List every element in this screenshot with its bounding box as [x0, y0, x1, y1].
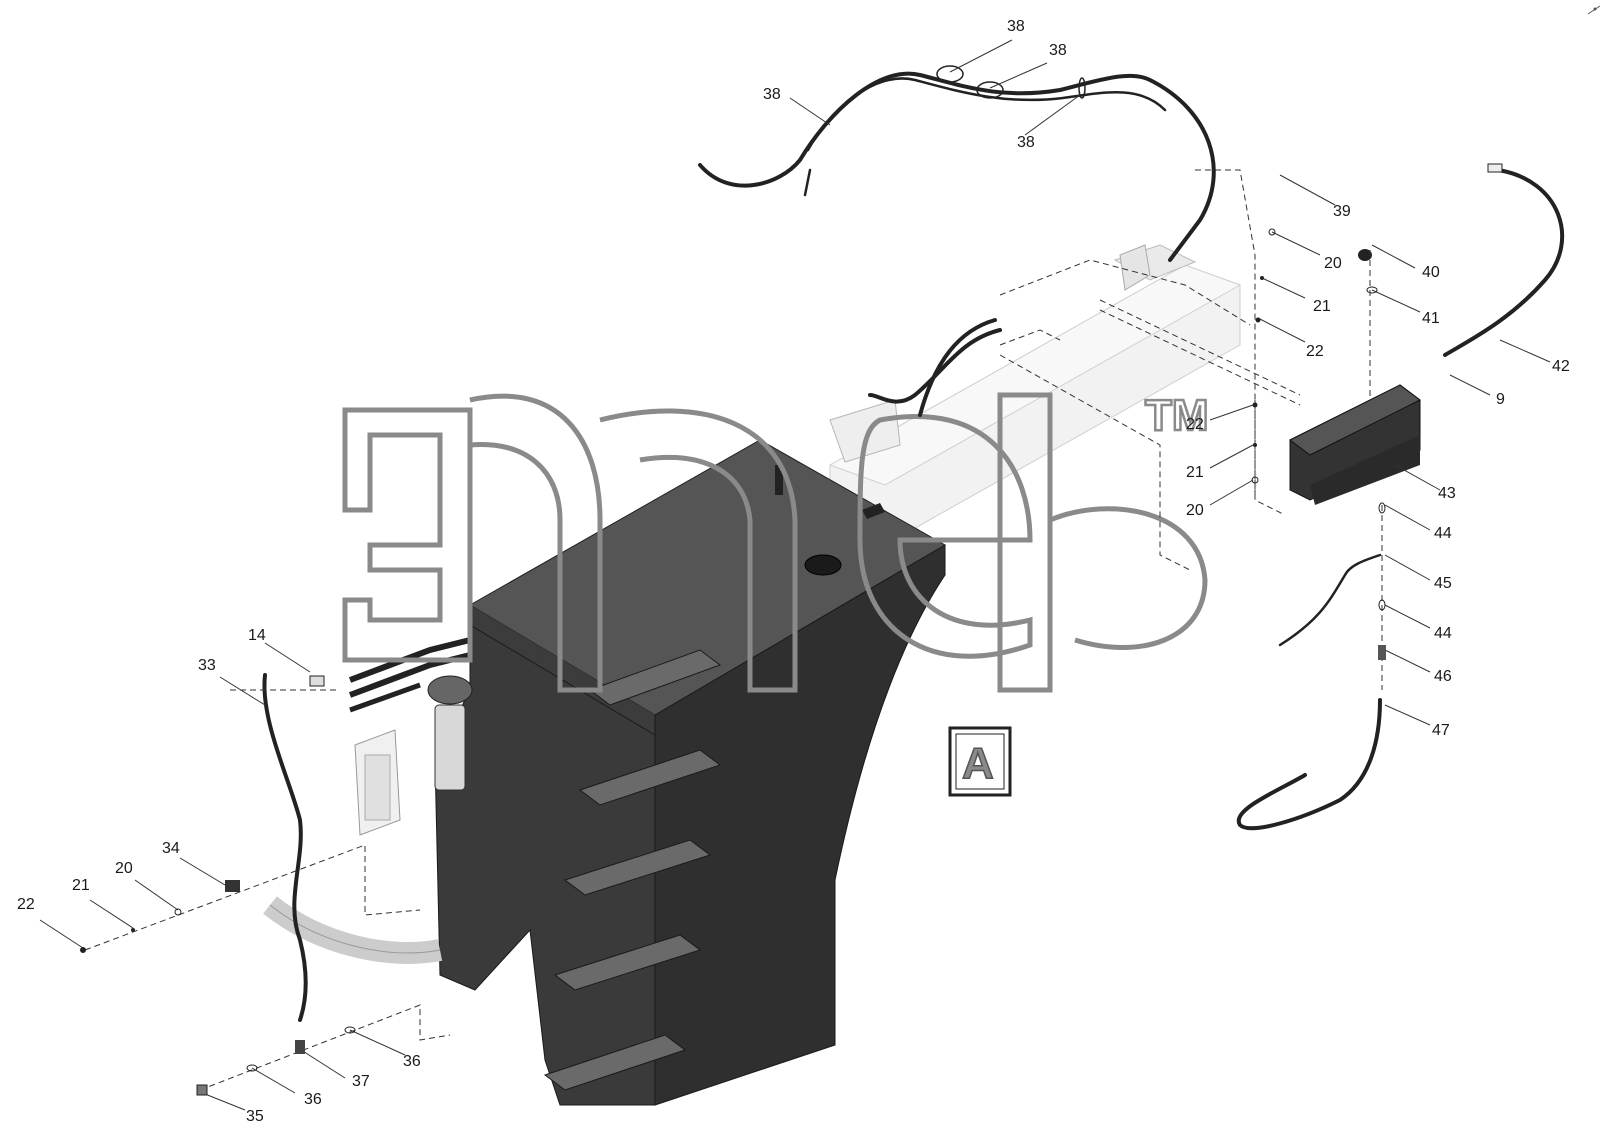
callout-14: 14 — [248, 627, 266, 644]
watermark-logo: TM — [342, 390, 1210, 693]
callout-22: 22 — [17, 896, 35, 913]
callout-21: 21 — [72, 877, 90, 894]
callout-45: 45 — [1434, 575, 1452, 592]
callout-22: 22 — [1306, 343, 1324, 360]
callout-21: 21 — [1186, 464, 1204, 481]
pipe-45-hose-47 — [1236, 553, 1382, 831]
trademark-mark: TM — [1145, 391, 1209, 440]
hose-42 — [1443, 163, 1565, 357]
leader-lines — [39, 39, 1551, 1111]
view-a-marker: A — [948, 726, 1012, 797]
callout-21: 21 — [1313, 298, 1331, 315]
callout-39: 39 — [1333, 203, 1351, 220]
fuel-tank-with-steps — [434, 439, 947, 1106]
corner-mark — [1587, 5, 1601, 15]
callout-22: 22 — [1186, 416, 1204, 433]
callout-47: 47 — [1432, 722, 1450, 739]
callout-41: 41 — [1422, 310, 1440, 327]
callout-40: 40 — [1422, 264, 1440, 281]
callout-20: 20 — [1186, 502, 1204, 519]
callout-20: 20 — [1324, 255, 1342, 272]
callout-46: 46 — [1434, 668, 1452, 685]
pipe-harness-38 — [698, 65, 1216, 262]
callout-36: 36 — [403, 1053, 421, 1070]
callout-44: 44 — [1434, 525, 1452, 542]
callout-43: 43 — [1438, 485, 1456, 502]
component-box-43 — [1289, 249, 1421, 505]
callout-44: 44 — [1434, 625, 1452, 642]
callout-20: 20 — [115, 860, 133, 877]
hardware-symbols — [80, 228, 1386, 1096]
view-a-letter: A — [962, 739, 994, 788]
callout-9: 9 — [1496, 391, 1505, 408]
callout-labels: 38 38 38 38 39 20 21 22 40 41 42 9 22 21… — [17, 18, 1570, 1125]
hose-33 — [262, 673, 308, 1022]
tank-steps — [543, 649, 722, 1091]
tank-bracket — [263, 729, 443, 964]
callout-33: 33 — [198, 657, 216, 674]
callout-38: 38 — [1007, 18, 1025, 35]
callout-38: 38 — [763, 86, 781, 103]
callout-35: 35 — [246, 1108, 264, 1125]
callout-38: 38 — [1017, 134, 1035, 151]
frame-hoses — [868, 318, 1002, 417]
callout-34: 34 — [162, 840, 180, 857]
callout-38: 38 — [1049, 42, 1067, 59]
callout-36: 36 — [304, 1091, 322, 1108]
callout-37: 37 — [352, 1073, 370, 1090]
callout-42: 42 — [1552, 358, 1570, 375]
assembly-lines — [84, 169, 1383, 1091]
